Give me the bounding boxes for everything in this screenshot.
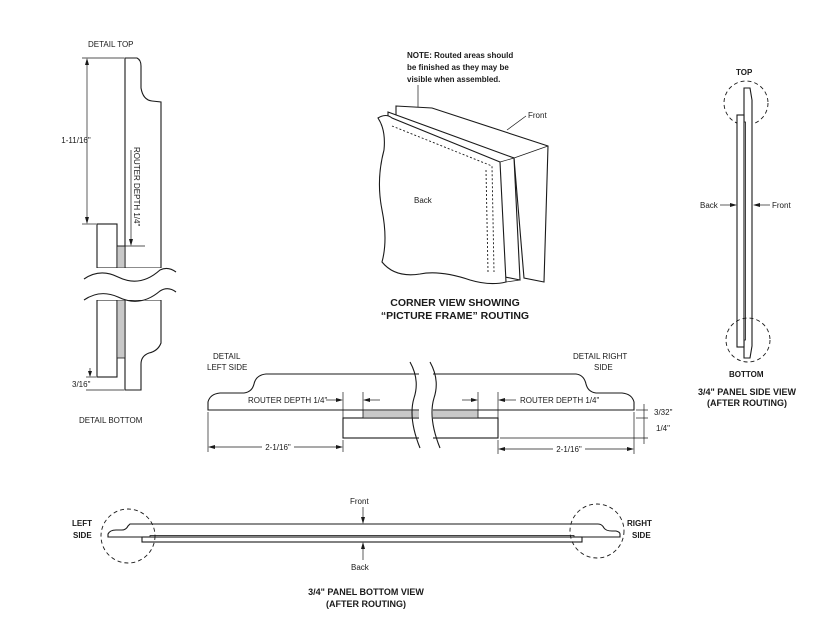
vertical-back-piece-upper bbox=[96, 223, 118, 269]
corner-caption-line-2: “PICTURE FRAME” ROUTING bbox=[381, 310, 529, 322]
side-caption-line-1: 3/4" PANEL SIDE VIEW bbox=[698, 387, 796, 397]
side-front-label: Front bbox=[772, 201, 791, 210]
corner-view: NOTE: Routed areas should be finished as… bbox=[377, 51, 549, 322]
dim-2-1-16-left-label: 2-1/16" bbox=[265, 443, 291, 452]
left-side-line-1: LEFT bbox=[72, 519, 92, 528]
right-side-line-1: RIGHT bbox=[627, 519, 652, 528]
dim-3-32-label: 3/32" bbox=[654, 408, 673, 417]
side-caption-line-2: (AFTER ROUTING) bbox=[707, 398, 787, 408]
vertical-back-piece-lower bbox=[96, 299, 118, 378]
side-back-label: Back bbox=[700, 201, 719, 210]
note-line-2: be finished as they may be bbox=[407, 63, 509, 72]
side-back-panel bbox=[736, 114, 745, 348]
dim-1-11-16-label: 1-11/16" bbox=[61, 136, 91, 145]
horizontal-break-line-right bbox=[429, 361, 441, 449]
horizontal-routed-area-left bbox=[362, 409, 421, 419]
vertical-routed-area-lower bbox=[116, 299, 126, 359]
vertical-routed-area-upper bbox=[116, 245, 126, 269]
bottom-detail-circle bbox=[725, 317, 771, 363]
bottom-back-panel bbox=[141, 536, 583, 543]
horizontal-back-piece-left bbox=[342, 417, 421, 439]
note-line-1: NOTE: Routed areas should bbox=[407, 51, 513, 60]
horizontal-detail: DETAIL LEFT SIDE DETAIL RIGHT SIDE ROUTE… bbox=[207, 352, 673, 454]
router-depth-left-label: ROUTER DEPTH 1/4" bbox=[248, 396, 327, 405]
router-depth-right-label: ROUTER DEPTH 1/4" bbox=[520, 396, 599, 405]
right-detail-circle bbox=[569, 503, 625, 559]
side-top-label: TOP bbox=[736, 68, 753, 77]
bottom-caption-line-1: 3/4" PANEL BOTTOM VIEW bbox=[308, 587, 424, 597]
side-view: TOP BOTTOM Back Front 3/4" PANEL SIDE VI… bbox=[698, 68, 796, 408]
bottom-back-label: Back bbox=[351, 563, 370, 572]
left-side-line-2: SIDE bbox=[73, 531, 92, 540]
vertical-profile-lower bbox=[124, 299, 162, 391]
vertical-profile-upper bbox=[124, 57, 162, 269]
bottom-caption-line-2: (AFTER ROUTING) bbox=[326, 599, 406, 609]
bottom-front-label: Front bbox=[350, 497, 369, 506]
detail-right-side-line-2: SIDE bbox=[594, 363, 613, 372]
detail-left-side-line-2: LEFT SIDE bbox=[207, 363, 247, 372]
horizontal-profile-right bbox=[431, 373, 635, 411]
corner-back-label: Back bbox=[414, 196, 433, 205]
detail-right-side-line-1: DETAIL RIGHT bbox=[573, 352, 627, 361]
corner-caption-line-1: CORNER VIEW SHOWING bbox=[390, 297, 520, 309]
dim-3-16-label: 3/16" bbox=[72, 380, 91, 389]
detail-left-side-line-1: DETAIL bbox=[213, 352, 241, 361]
detail-bottom-label: DETAIL BOTTOM bbox=[79, 416, 143, 425]
side-bottom-label: BOTTOM bbox=[729, 370, 764, 379]
horizontal-break-line-left bbox=[409, 361, 421, 449]
note-line-3: visible when assembled. bbox=[407, 75, 500, 84]
horizontal-back-piece-right bbox=[431, 417, 499, 439]
vertical-detail: DETAIL TOP 1-11/16" ROUTER DEPTH 1/4" 3/… bbox=[61, 40, 180, 425]
horizontal-routed-area-right bbox=[431, 409, 479, 419]
router-depth-vertical-label: ROUTER DEPTH 1/4" bbox=[132, 147, 141, 226]
break-line-bottom bbox=[83, 288, 177, 302]
top-detail-circle bbox=[723, 80, 769, 126]
right-side-line-2: SIDE bbox=[632, 531, 651, 540]
bottom-front-panel bbox=[107, 523, 621, 538]
corner-front-label: Front bbox=[528, 111, 547, 120]
side-front-panel bbox=[743, 87, 753, 359]
dim-1-4-label: 1/4" bbox=[656, 424, 670, 433]
detail-top-label: DETAIL TOP bbox=[88, 40, 134, 49]
bottom-view: Front LEFT SIDE RIGHT SIDE Back 3/4" PAN… bbox=[72, 497, 652, 609]
dim-2-1-16-right-label: 2-1/16" bbox=[556, 445, 582, 454]
break-line-top bbox=[83, 267, 177, 282]
left-detail-circle bbox=[100, 508, 156, 564]
